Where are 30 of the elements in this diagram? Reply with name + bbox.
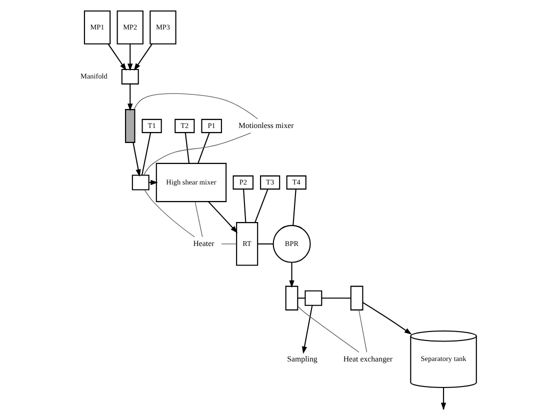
arrow (128, 44, 133, 71)
arrow (362, 302, 412, 335)
connector (258, 243, 274, 244)
node-cylinder (350, 286, 364, 310)
connector (298, 298, 306, 299)
arrow (128, 84, 133, 112)
arrow (108, 44, 126, 71)
arrow (208, 201, 238, 234)
connector (292, 189, 296, 226)
connector (198, 132, 210, 164)
arrow (134, 44, 152, 71)
connector (194, 202, 203, 238)
connector (243, 189, 246, 222)
arrow (289, 262, 294, 288)
connector (141, 132, 152, 176)
arrow (132, 142, 141, 177)
connector (144, 189, 195, 238)
node-box (304, 290, 322, 306)
connector (254, 188, 268, 223)
connector (184, 132, 190, 164)
connector (143, 132, 252, 176)
connector (322, 298, 351, 299)
node-bar (125, 109, 136, 143)
connector (297, 306, 360, 353)
node-cylinder (285, 286, 298, 310)
connector (134, 93, 258, 120)
node-box (132, 174, 150, 190)
arrow (302, 305, 313, 354)
node-box (121, 68, 139, 84)
connector (358, 310, 368, 352)
